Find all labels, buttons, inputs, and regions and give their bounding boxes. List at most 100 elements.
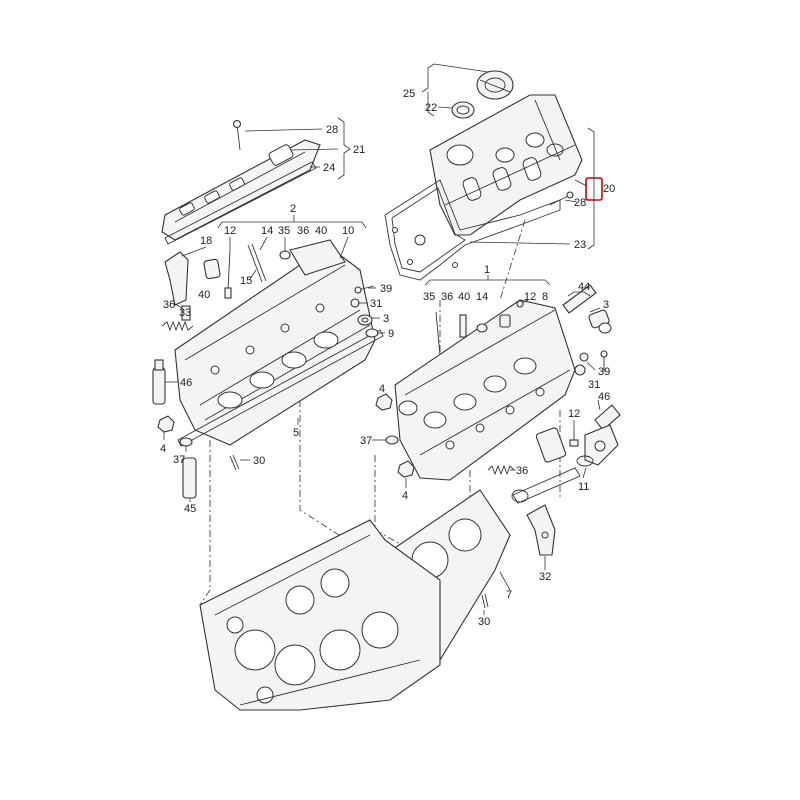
callout-11: 11	[578, 481, 589, 493]
nut-4b	[375, 393, 393, 411]
callout-25: 25	[403, 88, 415, 100]
pin-30b	[481, 593, 489, 609]
callout-28b: 28	[574, 197, 586, 209]
washer-37b	[385, 435, 399, 445]
callout-23: 23	[574, 239, 586, 251]
spring-36d	[487, 464, 515, 476]
cylinder-head-left	[174, 239, 376, 446]
leader-lines	[163, 63, 605, 615]
callout-21: 21	[353, 144, 365, 156]
cylinder-head-cover-left	[161, 139, 321, 241]
rod-15	[247, 243, 267, 283]
callout-22: 22	[425, 102, 437, 114]
cylinder-head-right	[394, 299, 576, 481]
callout-39a: 39	[380, 283, 392, 295]
callout-36c: 36	[441, 291, 453, 303]
bolt-12b	[516, 299, 529, 308]
callout-44: 44	[578, 281, 590, 293]
pin-12c	[569, 430, 579, 447]
callout-40a: 40	[315, 225, 327, 237]
callout-3a: 3	[383, 313, 389, 325]
callout-15: 15	[240, 275, 252, 287]
plug-35a	[279, 250, 291, 260]
callout-35a: 35	[278, 225, 290, 237]
callout-36d: 36	[516, 465, 528, 477]
callout-40c: 40	[458, 291, 470, 303]
part-8	[499, 314, 511, 328]
cap-seal-ring	[451, 101, 475, 119]
callout-37b: 37	[360, 435, 372, 447]
callout-36b: 36	[163, 299, 175, 311]
nut-4c	[397, 460, 415, 478]
seal-3b	[588, 309, 612, 334]
cover-bolt-left	[232, 119, 242, 151]
sensor-46b	[594, 404, 621, 431]
callout-10: 10	[342, 225, 354, 237]
washer-37a	[179, 437, 193, 447]
callout-33: 33	[179, 307, 191, 319]
callout-32: 32	[539, 571, 551, 583]
bolt-36a	[181, 305, 191, 321]
callout-14a: 14	[261, 225, 273, 237]
engine-block	[199, 519, 441, 711]
bolt-39b	[600, 350, 608, 368]
callout-4a: 4	[160, 443, 166, 455]
callout-12c: 12	[568, 408, 580, 420]
callout-12a: 12	[224, 225, 236, 237]
callout-40b: 40	[198, 289, 210, 301]
cap-40c	[476, 323, 488, 333]
callout-31b: 31	[588, 379, 600, 391]
gasket-ring	[511, 467, 581, 504]
callout-5: 5	[293, 427, 299, 439]
bracket-40a	[203, 258, 221, 280]
ring-9a	[365, 328, 379, 338]
callout-39b: 39	[598, 366, 610, 378]
callout-20: 20	[603, 183, 615, 195]
bracket-18	[164, 251, 189, 306]
spring-33	[161, 320, 194, 332]
flange-plate	[535, 427, 567, 463]
nut-4a	[157, 415, 175, 433]
callout-28a: 28	[326, 124, 338, 136]
nut-31b	[574, 352, 589, 376]
callout-45: 45	[184, 503, 196, 515]
gasket-5	[177, 329, 384, 447]
callout-37a: 37	[173, 454, 185, 466]
pin-30a	[229, 454, 240, 471]
callout-35b: 35	[423, 291, 435, 303]
bracket-32	[526, 504, 556, 556]
cover-gasket-left	[164, 161, 317, 245]
washer-3a	[357, 314, 373, 326]
callout-14b: 14	[476, 291, 488, 303]
callout-31a: 31	[370, 298, 382, 310]
callout-7: 7	[506, 589, 512, 601]
callout-24: 24	[323, 162, 335, 174]
pin-12a	[224, 249, 232, 299]
callout-4c: 4	[402, 490, 408, 502]
callout-36a: 36	[297, 225, 309, 237]
callout-46b: 46	[598, 391, 610, 403]
callout-2: 2	[290, 203, 296, 215]
cylinder-head-cover-right	[429, 94, 583, 236]
bolt-39a	[354, 285, 375, 294]
cover-bolt-right	[549, 191, 574, 206]
cover-gasket-right	[384, 179, 561, 281]
bolt-36c	[459, 314, 467, 338]
callout-12b: 12	[524, 291, 536, 303]
callout-18: 18	[200, 235, 212, 247]
callout-30a: 30	[253, 455, 265, 467]
callout-1: 1	[484, 264, 490, 276]
callout-8: 8	[542, 291, 548, 303]
callout-4b: 4	[379, 383, 385, 395]
pin-35b	[435, 311, 441, 356]
nut-31a	[350, 298, 360, 308]
sensor-45	[182, 457, 197, 499]
callout-30b: 30	[478, 616, 490, 628]
callout-9a: 9	[388, 328, 394, 340]
callout-46a: 46	[180, 377, 192, 389]
sensor-46a	[152, 359, 166, 405]
oil-filler-cap	[476, 70, 514, 100]
callout-labels: 25 22 28 21 24 20 28 23 2 18 12 14 35 36…	[160, 88, 615, 628]
callout-3b: 3	[603, 299, 609, 311]
